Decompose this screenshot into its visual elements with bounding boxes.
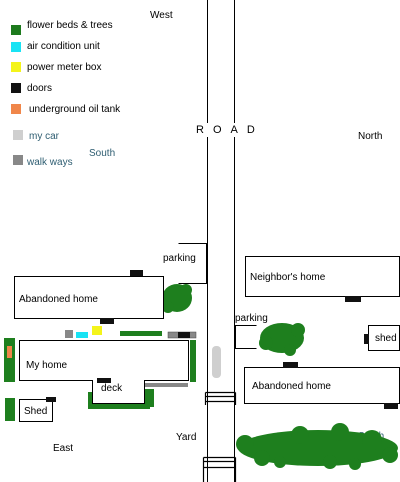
legend-swatch-my-car xyxy=(13,130,23,140)
parking-left-outline xyxy=(178,243,207,284)
legend-swatch-flower-beds xyxy=(11,25,21,35)
door-shed-left xyxy=(46,397,56,402)
door-neighbors-home-front xyxy=(130,270,143,276)
underground-oil-tank xyxy=(7,346,12,358)
parking-right-outline xyxy=(235,325,257,349)
flower-bed-front xyxy=(120,331,162,336)
my-car xyxy=(212,346,221,378)
door-abandoned-left xyxy=(100,318,114,324)
flower-bed-side xyxy=(4,338,15,382)
deck-label: deck xyxy=(101,383,123,394)
compass-south-legend: South xyxy=(89,148,116,159)
shed-right-label: shed xyxy=(375,333,397,344)
road-label: ROAD xyxy=(194,123,266,137)
compass-west: West xyxy=(150,10,173,21)
my-home-label: My home xyxy=(26,360,68,371)
legend-swatch-power-meter xyxy=(11,62,21,72)
door-neighbors-home xyxy=(345,296,361,302)
flower-bed-deck-bottom xyxy=(88,404,150,409)
parking-right-label: parking xyxy=(235,313,268,324)
legend-swatch-doors xyxy=(11,83,21,93)
legend-label-walk-ways: walk ways xyxy=(27,157,73,168)
road-steps-upper xyxy=(204,391,237,405)
compass-east: East xyxy=(53,443,74,454)
shed-left: Shed xyxy=(19,399,53,422)
legend-swatch-oil-tank xyxy=(11,104,21,114)
flower-bed-shed xyxy=(5,398,15,421)
my-home: My home xyxy=(19,340,189,381)
compass-north: North xyxy=(358,131,383,142)
legend-label-air-condition: air condition unit xyxy=(27,41,100,52)
walk-way-side xyxy=(65,330,73,338)
shed-right: shed xyxy=(368,325,400,351)
abandoned-home-left: Abandoned home xyxy=(14,276,164,319)
door-abandoned-right-back xyxy=(384,403,398,409)
trees-yard xyxy=(236,423,398,470)
trees-near-parking-right xyxy=(259,323,305,356)
air-condition-unit xyxy=(76,332,88,338)
neighbors-home: Neighbor's home xyxy=(245,256,400,297)
legend-label-flower-beds: flower beds & trees xyxy=(27,20,113,31)
trees-near-abandoned-home-left xyxy=(162,284,192,313)
legend-label-my-car: my car xyxy=(29,131,59,142)
flower-bed-driveway xyxy=(190,340,196,382)
door-my-home-back xyxy=(97,378,111,383)
neighbors-home-label: Neighbor's home xyxy=(250,272,326,283)
abandoned-home-right: Abandoned home xyxy=(244,367,400,404)
door-my-home-front xyxy=(178,332,190,338)
deck: deck xyxy=(92,380,145,404)
yard-label: Yard xyxy=(176,432,197,443)
legend-label-doors: doors xyxy=(27,83,53,94)
legend-label-power-meter: power meter box xyxy=(27,62,102,73)
flower-bed-deck-left xyxy=(88,392,93,409)
door-shed-right xyxy=(364,334,369,344)
power-meter-box xyxy=(92,326,102,335)
legend-swatch-walk-ways xyxy=(13,155,23,165)
road-steps-lower xyxy=(202,456,237,482)
flower-bed-deck-right xyxy=(144,389,154,407)
parking-left-label: parking xyxy=(163,253,196,264)
walk-way-deck xyxy=(143,383,188,387)
legend-label-oil-tank: underground oil tank xyxy=(29,104,121,115)
door-abandoned-right xyxy=(283,362,298,368)
abandoned-home-left-label: Abandoned home xyxy=(19,294,98,305)
shed-left-label: Shed xyxy=(24,406,48,417)
legend-swatch-air-condition xyxy=(11,42,21,52)
abandoned-home-right-label: Abandoned home xyxy=(252,381,331,392)
